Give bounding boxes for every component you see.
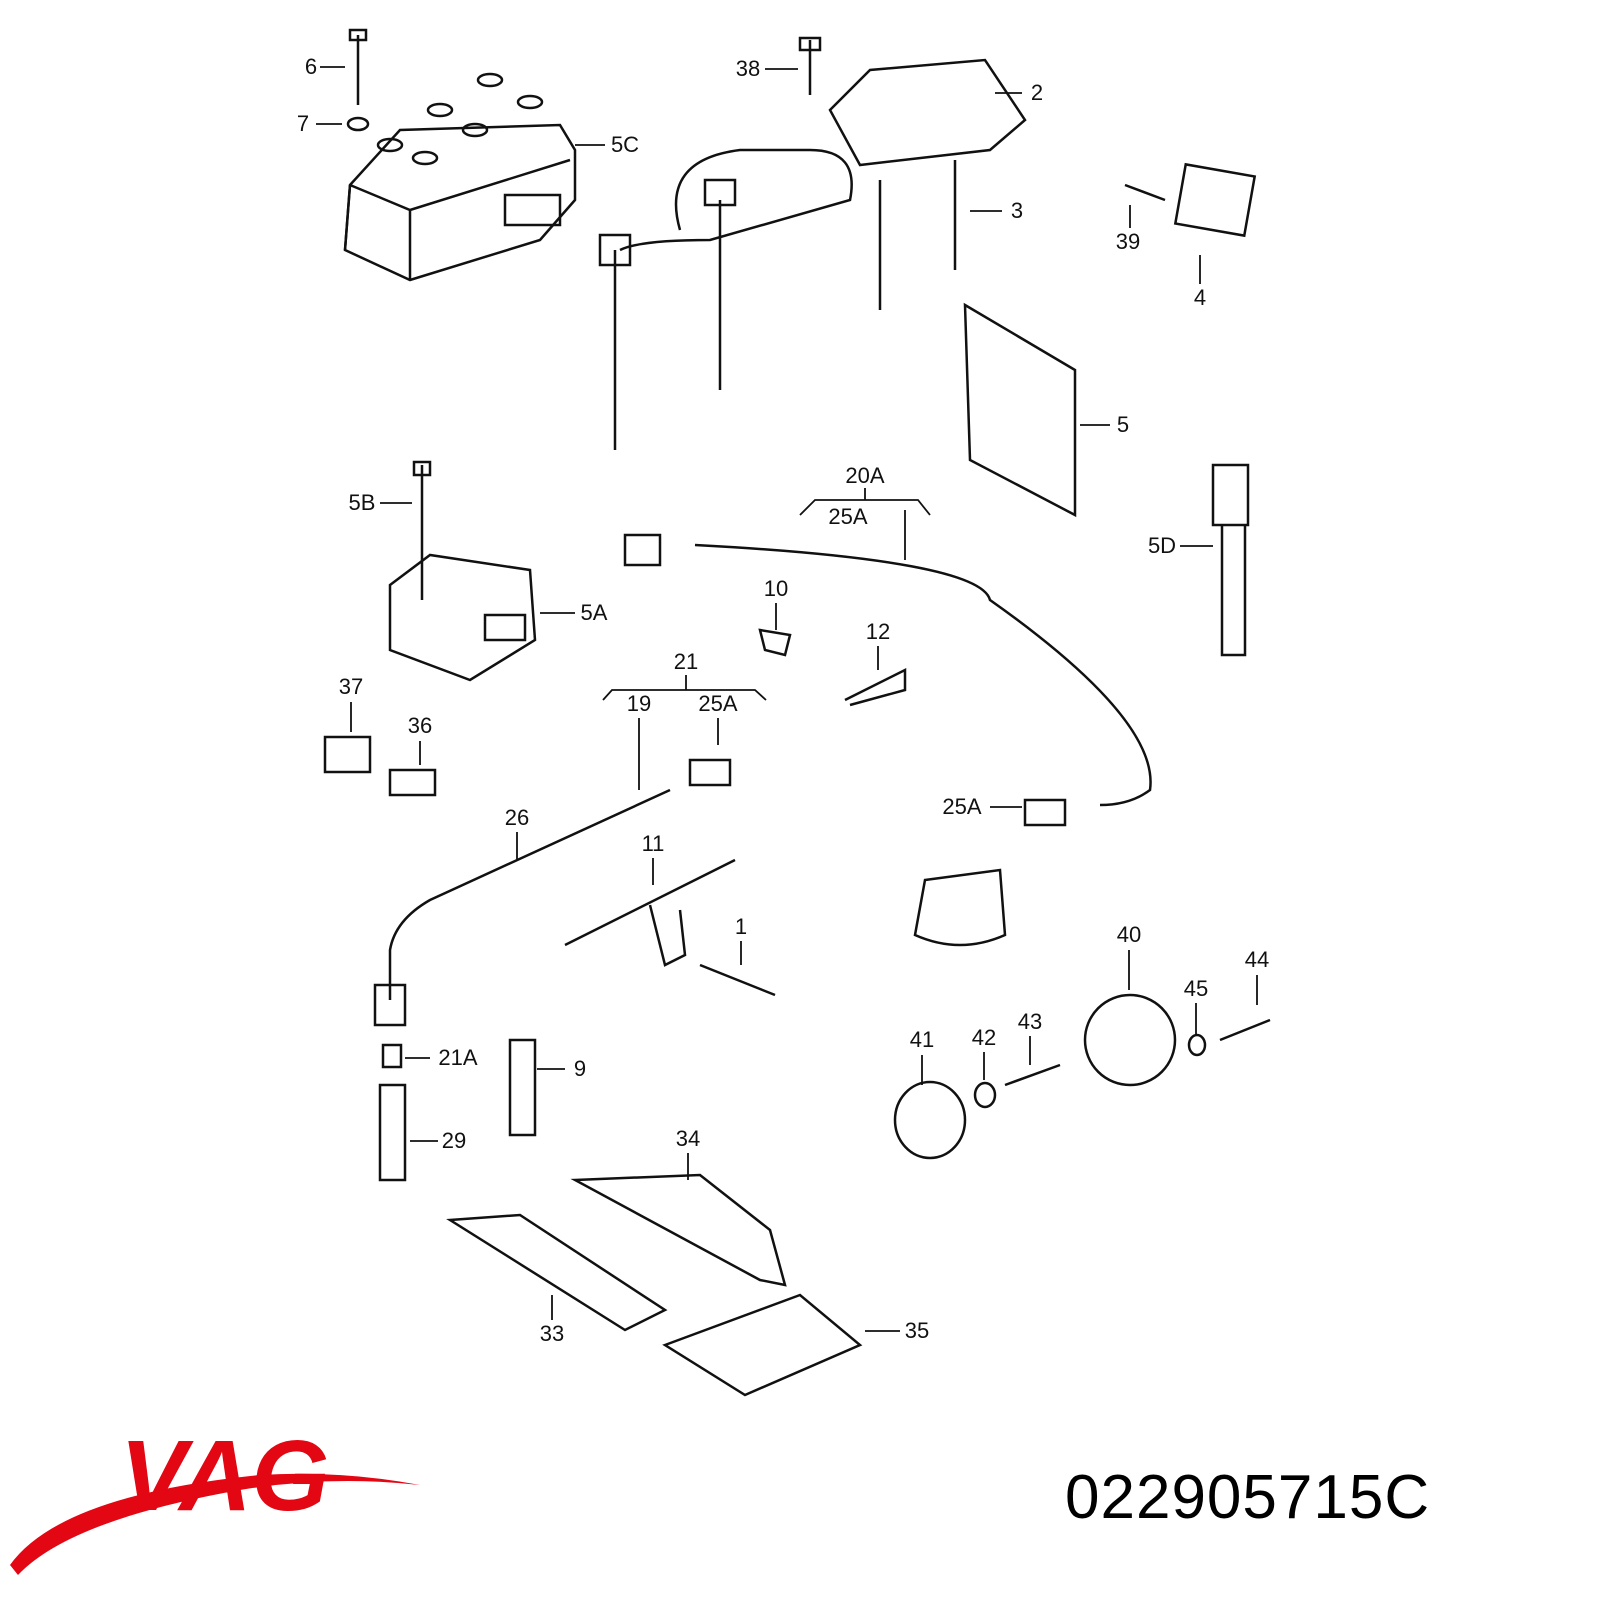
callout-44: 44 xyxy=(1244,947,1270,972)
callout-26: 26 xyxy=(504,805,530,830)
distributor-cap xyxy=(913,868,1007,947)
part-36 xyxy=(388,768,437,797)
callout-39: 39 xyxy=(1115,229,1141,254)
hall-sender-40 xyxy=(1083,993,1177,1087)
bracket-11 xyxy=(564,858,736,967)
plug-cap xyxy=(373,983,407,1027)
bolt-44 xyxy=(1219,1018,1271,1042)
clip-10 xyxy=(758,628,792,657)
cover-34 xyxy=(570,1173,787,1287)
callout-29: 29 xyxy=(441,1128,467,1153)
callout-3: 3 xyxy=(1010,198,1024,223)
svg-text:VAG: VAG xyxy=(120,1420,329,1532)
callout-25a: 25A xyxy=(828,504,868,529)
callout-10: 10 xyxy=(763,576,789,601)
callout-5: 5 xyxy=(1116,412,1130,437)
connector-25a xyxy=(688,758,732,787)
callout-21: 21 xyxy=(673,649,699,674)
connector-29 xyxy=(378,1083,407,1182)
callout-4: 4 xyxy=(1193,285,1207,310)
washer-45 xyxy=(1187,1033,1207,1057)
callout-37: 37 xyxy=(338,674,364,699)
leader-lines xyxy=(316,66,1258,1332)
callout-38: 38 xyxy=(735,56,761,81)
callout-21a: 21A xyxy=(438,1045,478,1070)
bolt-43 xyxy=(1004,1063,1061,1087)
callout-42: 42 xyxy=(971,1025,997,1050)
vag-logo: VAG xyxy=(10,1420,420,1575)
ht-lead-26 xyxy=(388,788,671,1000)
callout-20a: 20A xyxy=(845,463,885,488)
rotor-41 xyxy=(893,1080,967,1160)
washer-42 xyxy=(973,1081,997,1109)
callout-1: 1 xyxy=(734,914,748,939)
spark-plug-9 xyxy=(508,1038,537,1137)
part-21a xyxy=(381,1043,403,1069)
part-number: 022905715C xyxy=(1065,1463,1431,1532)
callout-33: 33 xyxy=(539,1321,565,1346)
callout-11: 11 xyxy=(641,831,665,856)
clip-12 xyxy=(844,667,907,707)
gasket-5 xyxy=(963,302,1077,518)
callout-5b: 5B xyxy=(348,490,376,515)
callout-6: 6 xyxy=(304,54,318,79)
callout-2: 2 xyxy=(1030,80,1044,105)
callout-12: 12 xyxy=(865,619,891,644)
cover-33 xyxy=(446,1213,668,1332)
callout-25a: 25A xyxy=(698,691,738,716)
coil-pack-5c xyxy=(343,28,577,282)
ht-lead-20a xyxy=(694,543,1152,807)
sensor-1 xyxy=(699,963,776,997)
cover-35 xyxy=(662,1293,863,1397)
callout-25a: 25A xyxy=(942,794,982,819)
callout-5a: 5A xyxy=(580,600,608,625)
callout-5c: 5C xyxy=(610,132,640,157)
coil-5a xyxy=(388,460,537,682)
callout-9: 9 xyxy=(573,1056,587,1081)
callout-40: 40 xyxy=(1116,922,1142,947)
callout-19: 19 xyxy=(626,691,652,716)
callout-34: 34 xyxy=(675,1126,701,1151)
pencil-coil-5d xyxy=(1211,463,1250,657)
callout-36: 36 xyxy=(407,713,433,738)
callout-43: 43 xyxy=(1017,1009,1043,1034)
callout-45: 45 xyxy=(1183,976,1209,1001)
callout-41: 41 xyxy=(909,1027,935,1052)
ignition-module-and-leads xyxy=(598,36,1257,450)
part-37 xyxy=(323,735,372,774)
connector-25a xyxy=(1023,798,1067,827)
connector-25a xyxy=(623,533,662,567)
callout-35: 35 xyxy=(904,1318,930,1343)
callout-7: 7 xyxy=(296,111,310,136)
callout-5d: 5D xyxy=(1147,533,1177,558)
